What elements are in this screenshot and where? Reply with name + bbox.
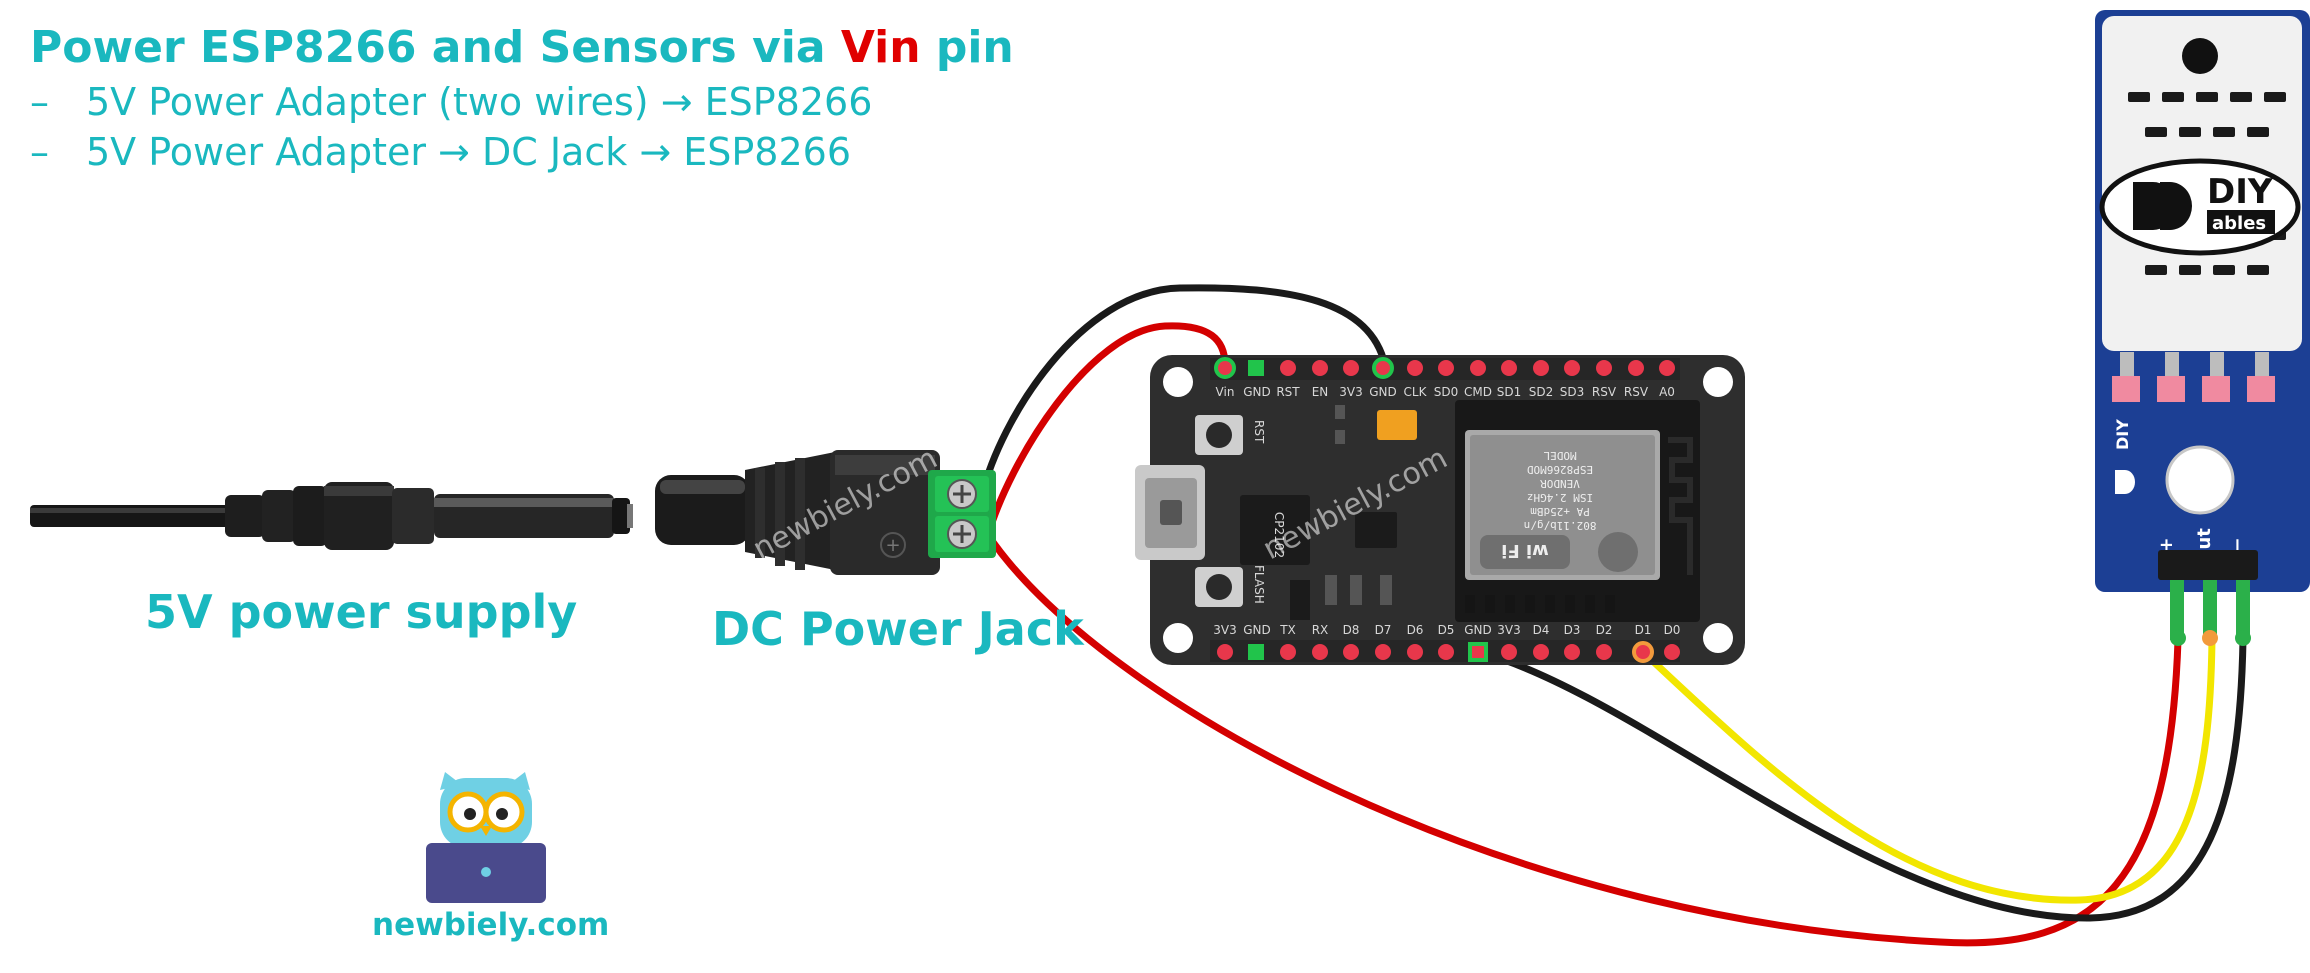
page-title: Power ESP8266 and Sensors via Vin pin: [30, 22, 1014, 73]
mount-hole: [1163, 623, 1193, 653]
pin-label: D4: [1533, 623, 1550, 637]
newbiely-owl-logo: [426, 772, 546, 903]
pin-label: RX: [1312, 623, 1329, 637]
pin-label: A0: [1659, 385, 1675, 399]
pin-label: SD3: [1560, 385, 1585, 399]
esp8266-module: MODEL ESP8266MOD VENDOR ISM 2.4GHz PA +2…: [1455, 400, 1700, 622]
pin-label: D5: [1438, 623, 1455, 637]
svg-text:ables: ables: [2212, 213, 2266, 234]
svg-text:MODEL: MODEL: [1543, 449, 1576, 462]
bullet-1-dash: –: [30, 80, 49, 124]
sensor-legs: [2112, 352, 2275, 402]
pin-label: 3V3: [1213, 623, 1236, 637]
top-pin-labels: Vin GND RST EN 3V3 GND CLK SD0 CMD SD1 S…: [1216, 385, 1675, 399]
sensor-mount-hole: [2182, 38, 2218, 74]
regulator-chip: [1355, 512, 1397, 548]
wire-yellow-d1-sensor: [1639, 636, 2216, 904]
title-vin-highlight: Vin: [841, 22, 921, 73]
diyables-logo: DIY ables: [2099, 158, 2301, 256]
rst-label: RST: [1252, 420, 1266, 444]
sensor-pin-out: [2202, 630, 2218, 646]
pin-label: D2: [1596, 623, 1613, 637]
bullet-2-dash: –: [30, 130, 49, 174]
dc-power-jack: +: [655, 450, 996, 575]
mount-hole: [1703, 623, 1733, 653]
pin-label: GND: [1243, 623, 1271, 637]
module-mount-hole: [2165, 445, 2235, 515]
usb-uart-chip: CP2102: [1240, 495, 1310, 565]
label-5v-power-supply: 5V power supply: [145, 585, 577, 639]
pin-label: RST: [1276, 385, 1300, 399]
pcb-antenna: [1668, 437, 1693, 575]
power-supply-plug: [30, 482, 633, 550]
svg-text:CP2102: CP2102: [1272, 512, 1286, 558]
wire-red-jack-vin: [984, 322, 1229, 539]
bullet-2: 5V Power Adapter → DC Jack → ESP8266: [86, 130, 851, 174]
top-pin-header: [1210, 357, 1680, 380]
wire-black-gnd-sensor: [1476, 636, 2247, 922]
wifi-logo: wi Fi: [1501, 540, 1549, 561]
svg-text:802.11b/g/n: 802.11b/g/n: [1524, 519, 1597, 532]
bottom-pin-header: [1210, 640, 1680, 663]
dht-sensor-module: DIY ables DIY + out −: [2095, 10, 2310, 646]
micro-usb-port: [1135, 465, 1205, 560]
flash-button: [1195, 567, 1243, 607]
pin-label: GND: [1464, 623, 1492, 637]
pin-label: CMD: [1464, 385, 1492, 399]
svg-text:DIY: DIY: [2113, 419, 2132, 450]
pin-label: Vin: [1216, 385, 1235, 399]
brand-text: newbiely.com: [372, 907, 609, 943]
sensor-pin-plus: [2170, 630, 2186, 646]
wire-red-jack-sensor: [984, 531, 2182, 947]
pin-label: SD2: [1529, 385, 1554, 399]
wire-black-jack-gnd: [978, 284, 1389, 499]
capacitor: [1377, 410, 1417, 440]
esp8266-board: Vin GND RST EN 3V3 GND CLK SD0 CMD SD1 S…: [1135, 355, 1745, 665]
mount-hole: [1163, 367, 1193, 397]
jack-plus-mark: +: [885, 535, 900, 556]
pin-label: GND: [1369, 385, 1397, 399]
screw-terminal-minus: [947, 479, 977, 509]
pin-label: D0: [1664, 623, 1681, 637]
pin-label: RSV: [1624, 385, 1649, 399]
sensor-pin-label-minus: −: [2227, 537, 2248, 552]
screw-terminal-plus: [947, 519, 977, 549]
svg-text:PA +25dBm: PA +25dBm: [1530, 505, 1590, 518]
pin-label: EN: [1312, 385, 1329, 399]
pin-label: D1: [1635, 623, 1652, 637]
pin-label: SD0: [1434, 385, 1459, 399]
svg-text:VENDOR: VENDOR: [1540, 477, 1580, 490]
bullet-1: 5V Power Adapter (two wires) → ESP8266: [86, 80, 872, 124]
pin-label: CLK: [1404, 385, 1428, 399]
sensor-pin-label-plus: +: [2156, 537, 2177, 552]
label-dc-power-jack: DC Power Jack: [712, 602, 1085, 656]
pin-label: RSV: [1592, 385, 1617, 399]
pin-label: D7: [1375, 623, 1392, 637]
module-small-logo: DIY: [2113, 419, 2135, 494]
sensor-pin-minus: [2235, 630, 2251, 646]
pin-label: D8: [1343, 623, 1360, 637]
pin-label: SD1: [1497, 385, 1522, 399]
mount-hole: [1703, 367, 1733, 397]
pin-label: D6: [1407, 623, 1424, 637]
svg-text:DIY: DIY: [2207, 172, 2273, 212]
pin-label: D3: [1564, 623, 1581, 637]
svg-text:ISM 2.4GHz: ISM 2.4GHz: [1527, 491, 1593, 504]
sensor-pin-header: [2158, 550, 2258, 580]
pin-label: GND: [1243, 385, 1271, 399]
pin-label: 3V3: [1497, 623, 1520, 637]
flash-label: FLASH: [1252, 565, 1266, 604]
pin-label: TX: [1279, 623, 1296, 637]
bottom-pin-labels: 3V3 GND TX RX D8 D7 D6 D5 GND 3V3 D4 D3 …: [1213, 623, 1680, 637]
svg-text:ESP8266MOD: ESP8266MOD: [1527, 463, 1593, 476]
pin-label: 3V3: [1339, 385, 1362, 399]
wires: [978, 284, 2247, 947]
rst-button: [1195, 415, 1243, 455]
